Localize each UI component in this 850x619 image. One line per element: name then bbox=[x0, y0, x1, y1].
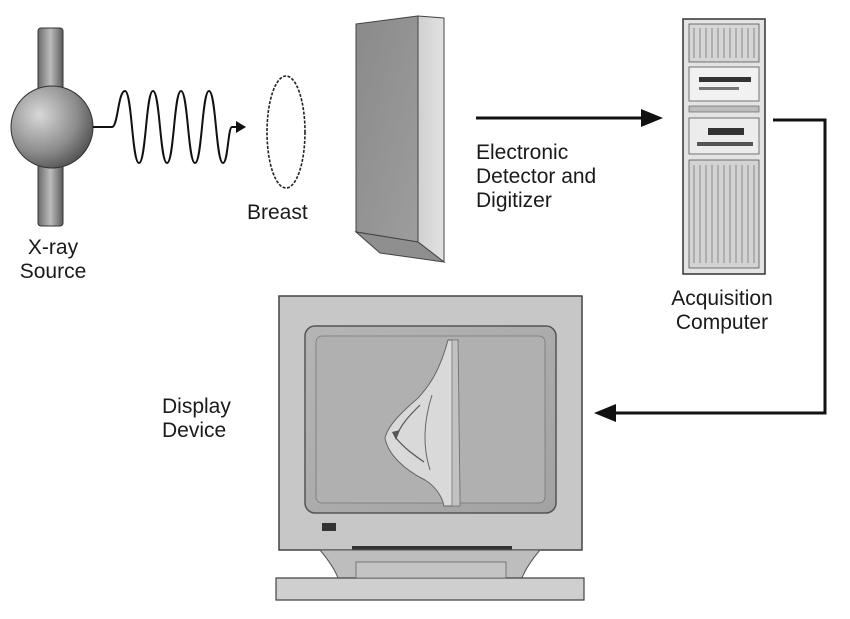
computer-label-line2: Computer bbox=[675, 311, 769, 334]
display-label: Display Device bbox=[162, 395, 231, 443]
detector-label-line3: Digitizer bbox=[476, 189, 552, 212]
computer-label-line1: Acquisition bbox=[671, 287, 773, 310]
computer-tower-icon bbox=[682, 18, 766, 275]
display-monitor-icon bbox=[275, 295, 585, 601]
detector-label-line2: Detector and bbox=[476, 165, 597, 188]
mammogram-image-icon bbox=[384, 339, 461, 507]
detector-label: Electronic Detector and Digitizer bbox=[476, 141, 596, 213]
xray-wave-icon bbox=[93, 89, 246, 165]
xray-source-label-line1: X-ray bbox=[27, 236, 79, 259]
xray-source-label: X-ray Source bbox=[10, 236, 96, 284]
detector-label-line1: Electronic bbox=[476, 141, 569, 164]
arrow-detector-to-computer bbox=[476, 109, 663, 127]
display-label-line2: Device bbox=[162, 419, 227, 442]
arrow-computer-to-display bbox=[594, 118, 827, 422]
xray-source-label-line2: Source bbox=[19, 260, 87, 283]
breast-label: Breast bbox=[247, 201, 308, 224]
computer-label: Acquisition Computer bbox=[655, 287, 789, 335]
display-label-line1: Display bbox=[162, 395, 231, 418]
xray-source-icon bbox=[10, 27, 94, 227]
detector-panel-icon bbox=[354, 15, 446, 264]
breast-outline-icon bbox=[266, 75, 306, 189]
